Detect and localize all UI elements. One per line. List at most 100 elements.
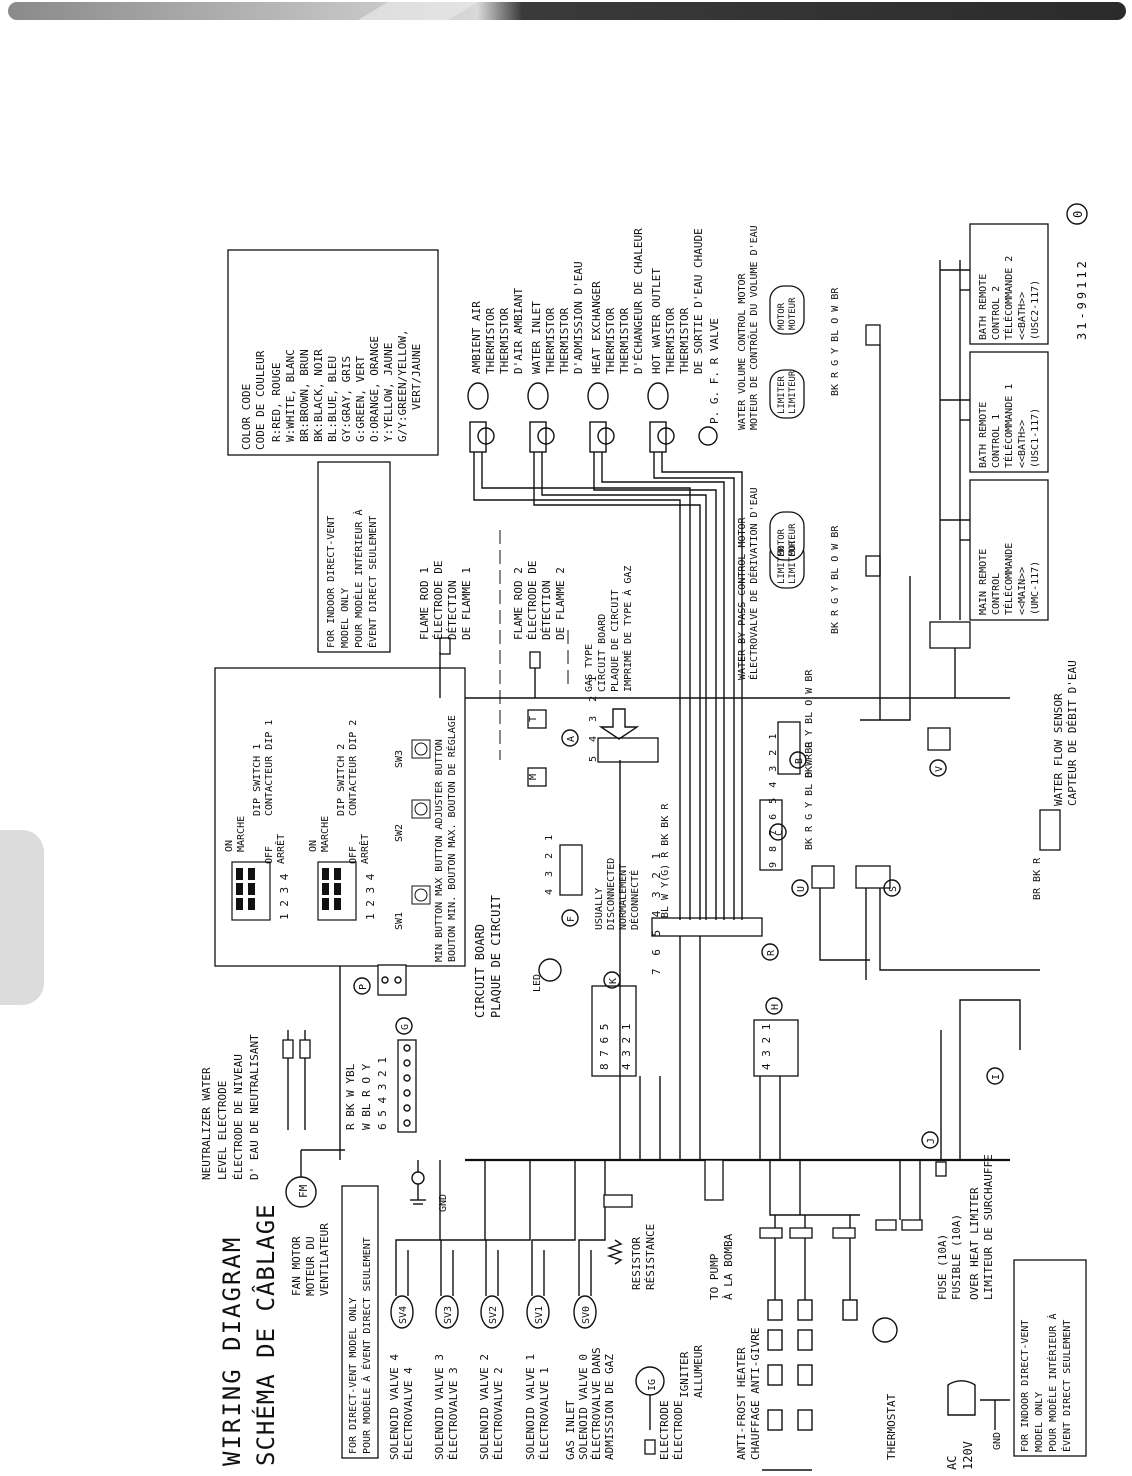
sv0-line: GAS INLET bbox=[564, 1400, 577, 1460]
revision: 0 bbox=[1071, 211, 1085, 218]
limiter-en: LIMITER bbox=[777, 545, 787, 584]
gnd-label: GND bbox=[438, 1194, 449, 1212]
volume-wire-codes: BK R G Y BL O W BR bbox=[830, 287, 841, 396]
buttons-legend: MIN BUTTON MAX BUTTON ADJUSTER BUTTON BO… bbox=[434, 715, 458, 962]
gas-type-line: IMPRIMÉ DE TYPE À GAZ bbox=[621, 566, 634, 692]
connector-g-pins bbox=[403, 1044, 411, 1127]
revision-circle bbox=[1066, 203, 1088, 225]
motor-fr: MOTEUR bbox=[788, 297, 798, 330]
neutralizer-resistor-1 bbox=[282, 1039, 294, 1059]
g-top-codes: R BK W YBL bbox=[344, 1063, 357, 1130]
electrode-en: ELECTRODE bbox=[658, 1400, 671, 1460]
c-wire-codes: BK R G Y BL O W BR bbox=[804, 741, 815, 850]
neutralizer-line: LEVEL ELECTRODE bbox=[216, 1081, 229, 1180]
sv4-label-en: SOLENOID VALVE 4 bbox=[388, 1354, 401, 1460]
note-line: MODEL ONLY bbox=[340, 588, 351, 648]
header-bar bbox=[8, 2, 1126, 20]
antifrost-heaters bbox=[762, 1215, 858, 1471]
sv2-label-en: SOLENOID VALVE 2 bbox=[478, 1354, 491, 1460]
hot-water-line: THERMISTOR bbox=[678, 307, 691, 374]
sv0-tag: SV0 bbox=[581, 1306, 592, 1324]
color-code-entry: G/Y:GREEN/YELLOW, bbox=[396, 329, 409, 442]
color-code-heading-fr: CODE DE COULEUR bbox=[254, 350, 267, 450]
sv2-tag: SV2 bbox=[488, 1306, 499, 1324]
off-label-fr: ARRÊT bbox=[358, 834, 371, 864]
flame-rod-1-icon bbox=[439, 637, 451, 655]
label-g: G bbox=[400, 1024, 411, 1030]
volume-limiter bbox=[769, 369, 805, 419]
note-line: MODEL ONLY bbox=[1034, 1392, 1045, 1452]
dip2-fr: CONTACTEUR DIP 2 bbox=[348, 720, 359, 816]
hot-water-line: HOT WATER OUTLET bbox=[650, 268, 663, 374]
circuit-board-fr: PLAQUE DE CIRCUIT bbox=[489, 895, 503, 1018]
dip1-labels: ON MARCHE DIP SWITCH 1 CONTACTEUR DIP 1 … bbox=[224, 720, 287, 864]
color-code-heading-en: COLOR CODE bbox=[240, 384, 253, 450]
bath-remote-1-line: BATH REMOTE bbox=[978, 402, 989, 468]
fm-tag: FM bbox=[297, 1184, 310, 1198]
bath-remote-1-line: CONTROL 1 bbox=[991, 414, 1002, 468]
hot-water-line: DE SORTIE D'EAU CHAUDE bbox=[692, 228, 705, 374]
main-remote-line: MAIN REMOTE bbox=[978, 549, 989, 615]
side-tab bbox=[0, 830, 44, 1005]
fan-motor-line: VENTILATEUR bbox=[318, 1223, 331, 1296]
sv4-icon bbox=[390, 1295, 414, 1329]
bath-remote-1-box bbox=[969, 351, 1049, 473]
flame-rod-1-line: ÉLECTRODE DE bbox=[432, 561, 445, 640]
label-i: I bbox=[991, 1074, 1002, 1080]
bath-remote-1-line: TÉLÉCOMMANDE 1 bbox=[1002, 384, 1015, 468]
off-label: OFF bbox=[264, 846, 275, 864]
bath-remote-1-line: (USC1-117) bbox=[1030, 408, 1041, 468]
note-direct-vent-box bbox=[341, 1185, 379, 1459]
sv3-tag: SV3 bbox=[443, 1306, 454, 1324]
note-line: FOR INDOOR DIRECT-VENT bbox=[1020, 1320, 1031, 1452]
bypass-motor bbox=[769, 511, 805, 561]
volume-motor bbox=[769, 285, 805, 335]
circuit-board-label: CIRCUIT BOARD PLAQUE DE CIRCUIT bbox=[473, 895, 503, 1018]
r-wire-codes: BL W Y(G) R BK BK R bbox=[660, 803, 671, 918]
buttons-fr: BOUTON MIN. BOUTON MAX. BOUTON DE RÉGLAG… bbox=[445, 715, 458, 962]
connector-m bbox=[527, 767, 547, 787]
connector-f bbox=[559, 844, 583, 896]
water-flow-sensor bbox=[1039, 809, 1061, 851]
color-code-box bbox=[227, 249, 439, 456]
usually-disc: USUALLY bbox=[594, 888, 605, 930]
connector-a bbox=[597, 737, 659, 763]
connector-h bbox=[753, 1019, 799, 1077]
overheat-en: OVER HEAT LIMITER bbox=[968, 1187, 981, 1300]
misc-wires bbox=[439, 345, 1040, 1220]
label-f: F bbox=[566, 916, 577, 922]
label-v: V bbox=[934, 766, 945, 772]
note-line: POUR MODÈLE INTÉRIEUR À bbox=[352, 510, 365, 648]
title-en: WIRING DIAGRAM bbox=[218, 1236, 246, 1466]
header-bar-graphic bbox=[8, 2, 1126, 20]
ambient-air-line: AMBIENT AIR bbox=[470, 301, 483, 374]
color-code: COLOR CODE CODE DE COULEUR R:RED, ROUGE … bbox=[240, 329, 423, 450]
on-label: ON bbox=[224, 840, 235, 852]
sw2-label: SW2 bbox=[394, 824, 405, 842]
gas-type-arrow bbox=[598, 708, 640, 740]
sv2-icon bbox=[480, 1295, 504, 1329]
dip2-en: DIP SWITCH 2 bbox=[336, 744, 347, 816]
g-pin-numbers: 6 5 4 3 2 1 bbox=[376, 1057, 389, 1130]
usually-disc: DISCONNECTED bbox=[606, 858, 617, 930]
g-codes: R BK W YBL W BL R O Y 6 5 4 3 2 1 bbox=[344, 1057, 389, 1130]
neutralizer-line: D' EAU DE NEUTRALISANT bbox=[248, 1034, 261, 1180]
bypass-connector bbox=[865, 555, 881, 577]
bypass-motor-en: WATER BY-PASS CONTROL MOTOR bbox=[737, 516, 748, 680]
main-remote-line: CONTROL bbox=[991, 573, 1002, 615]
water-inlet-line: D'ADMISSION D'EAU bbox=[572, 261, 585, 374]
pump-fr: À LA BOMBA bbox=[722, 1233, 735, 1300]
electrode-fr: ÉLECTRODE bbox=[672, 1400, 685, 1460]
flame-rod-1-line: FLAME ROD 1 bbox=[418, 567, 431, 640]
gas-type-line: CIRCUIT BOARD bbox=[597, 614, 608, 692]
sv0-line: ADMISSION DE GAZ bbox=[603, 1354, 616, 1460]
on-label-fr: MARCHE bbox=[236, 816, 247, 852]
label-a: A bbox=[566, 736, 577, 742]
bypass-wire-codes: BK R G Y BL O W BR bbox=[830, 525, 841, 634]
buttons-en: MIN BUTTON MAX BUTTON ADJUSTER BUTTON bbox=[434, 739, 445, 962]
resistor-en: RESISTOR bbox=[630, 1237, 643, 1290]
bath-remote-2-box bbox=[969, 223, 1049, 345]
flame-rod-1-line: DE FLAMME 1 bbox=[460, 567, 473, 640]
note-indoor-top: FOR INDOOR DIRECT-VENT MODEL ONLY POUR M… bbox=[326, 510, 379, 648]
